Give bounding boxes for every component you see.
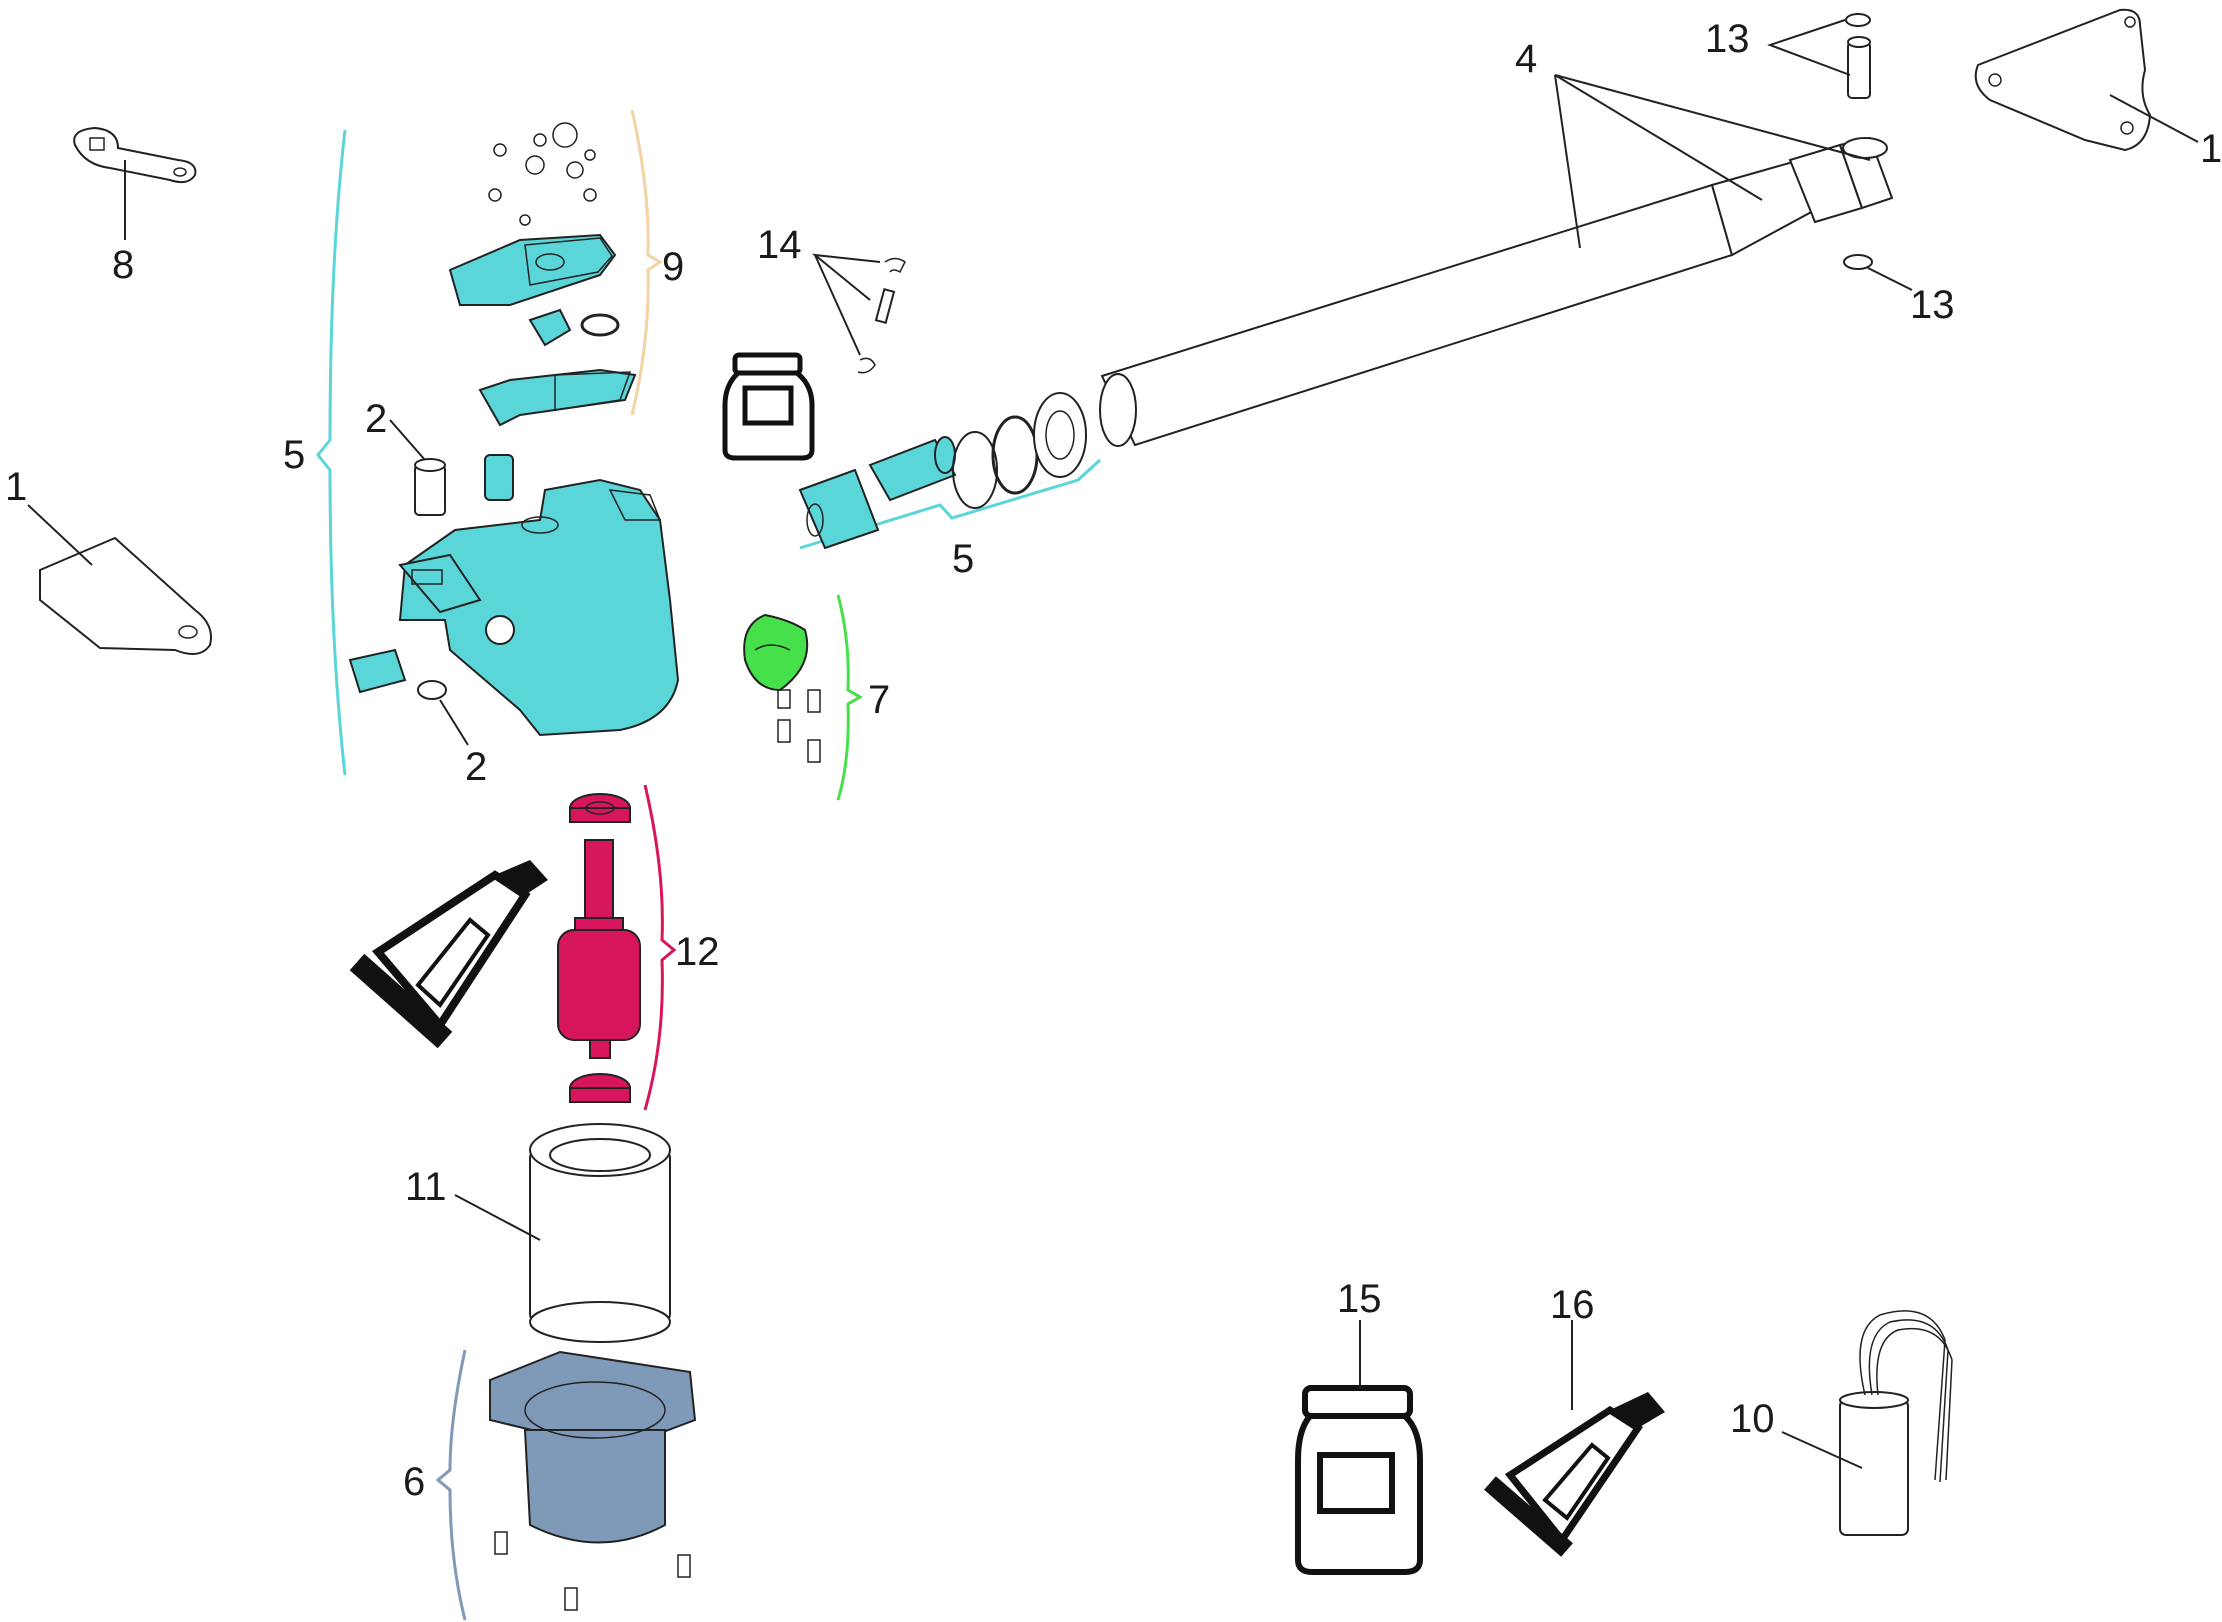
ring-2-bottom [417, 680, 447, 700]
bracket-group-6 [435, 1349, 467, 1621]
motor-casing-6 [489, 1350, 697, 1611]
limit-bracket-7 [743, 613, 821, 763]
limit-switch-components [448, 122, 637, 427]
bracket-group-5-mid [799, 458, 1102, 550]
cable-gland [484, 454, 514, 501]
callout-4: 4 [1515, 37, 1537, 81]
callout-1-left: 1 [5, 465, 27, 509]
callout-9: 9 [662, 245, 684, 289]
callout-2-top: 2 [365, 397, 387, 441]
ring-13-bottom [1843, 254, 1873, 270]
cable-gland-side [348, 648, 407, 694]
callout-5-left: 5 [283, 433, 305, 477]
callout-14: 14 [757, 223, 802, 267]
bracket-plate-left [39, 536, 212, 655]
callout-12: 12 [675, 930, 720, 974]
callout-13-top: 13 [1705, 17, 1750, 61]
capacitor-10 [1839, 1310, 1953, 1536]
callout-2-bottom: 2 [465, 745, 487, 789]
callout-8: 8 [112, 243, 134, 287]
callout-7: 7 [868, 678, 890, 722]
grease-tube-icon-16 [1484, 1392, 1665, 1557]
callout-5-mid: 5 [952, 537, 974, 581]
callout-6: 6 [403, 1460, 425, 1504]
worm-screw-12 [557, 793, 641, 1103]
pin-13-top [1845, 13, 1871, 99]
actuator-arm [1099, 136, 1894, 447]
circlips-14 [857, 257, 906, 374]
grease-tube-icon [349, 860, 548, 1049]
pin-2-top [414, 458, 446, 516]
bracket-plate-right [1974, 8, 2152, 152]
worm-shaft-assembly [798, 392, 1087, 550]
bracket-group-9 [630, 109, 663, 416]
motor-stator-11 [529, 1123, 671, 1343]
grease-jar-icon-15 [1295, 1385, 1423, 1575]
bracket-group-7 [836, 594, 863, 801]
callout-11: 11 [405, 1165, 447, 1209]
grease-jar-icon [722, 352, 815, 461]
bracket-group-5-left [316, 129, 347, 776]
callout-16: 16 [1550, 1283, 1595, 1327]
callout-13-bottom: 13 [1910, 283, 1955, 327]
callout-15: 15 [1337, 1277, 1382, 1321]
bracket-group-12 [643, 784, 677, 1111]
motor-housing [398, 478, 680, 737]
callout-1-right: 1 [2200, 127, 2222, 171]
release-lever [73, 126, 197, 184]
callout-10: 10 [1730, 1397, 1775, 1441]
